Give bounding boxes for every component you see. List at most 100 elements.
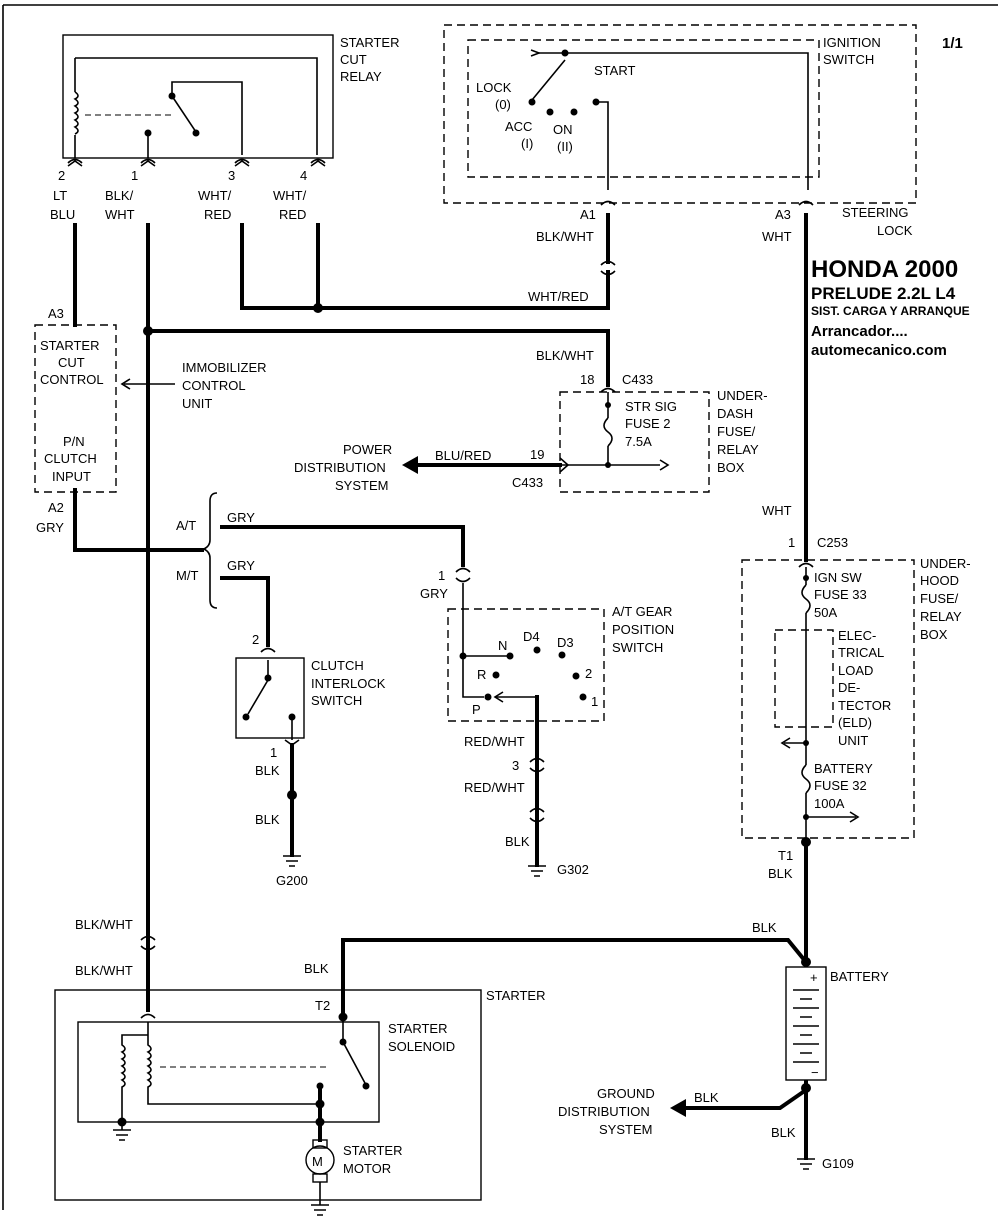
wire-label-wht-red: WHT/RED: [528, 289, 589, 304]
wire-wht-red-pin3: [240, 223, 320, 310]
svg-text:WHT/: WHT/: [198, 188, 232, 203]
svg-text:CUT: CUT: [58, 355, 85, 370]
svg-text:RELAY: RELAY: [717, 442, 759, 457]
svg-text:(II): (II): [557, 139, 573, 154]
arrow-power-distribution: [402, 456, 418, 474]
svg-text:FUSE 32: FUSE 32: [814, 778, 867, 793]
steering-lock-label: STEERING: [842, 205, 908, 220]
svg-text:GRY: GRY: [420, 586, 448, 601]
starter-label: STARTER: [486, 988, 545, 1003]
svg-text:1: 1: [591, 694, 598, 709]
svg-text:FUSE/: FUSE/: [717, 424, 756, 439]
svg-text:POSITION: POSITION: [612, 622, 674, 637]
svg-text:WHT/: WHT/: [273, 188, 307, 203]
svg-text:FUSE 33: FUSE 33: [814, 587, 867, 602]
ground-g302-icon: [528, 865, 546, 877]
svg-text:BLK: BLK: [752, 920, 777, 935]
relay-name: STARTER: [340, 35, 399, 50]
battery: BLK + − BATTERY BLK GROUND DISTRIBUTION …: [341, 920, 889, 1171]
svg-text:BLU: BLU: [50, 207, 75, 222]
svg-text:RED: RED: [279, 207, 306, 222]
ign-start-label: START: [594, 63, 635, 78]
svg-text:MOTOR: MOTOR: [343, 1161, 391, 1176]
svg-text:DASH: DASH: [717, 406, 753, 421]
wire-wht-red-pin4: [316, 223, 610, 310]
svg-text:P: P: [472, 702, 481, 717]
svg-text:ON: ON: [553, 122, 573, 137]
svg-text:RED/WHT: RED/WHT: [464, 734, 525, 749]
svg-text:RELAY: RELAY: [340, 69, 382, 84]
clutch-interlock-switch: 2 CLUTCH INTERLOCK SWITCH 1 BLK BLK G200: [235, 632, 386, 888]
wire-gry-mt: [220, 576, 270, 647]
svg-text:M/T: M/T: [176, 568, 198, 583]
battery-label: BATTERY: [830, 969, 889, 984]
connector-c253: C253: [817, 535, 848, 550]
site-label: automecanico.com: [811, 342, 947, 359]
ign-sw-fuse: [801, 584, 811, 614]
svg-text:T2: T2: [315, 998, 330, 1013]
battery-fuse: [801, 764, 811, 794]
svg-text:STR SIG: STR SIG: [625, 399, 677, 414]
svg-text:D3: D3: [557, 635, 574, 650]
svg-text:RED: RED: [204, 207, 231, 222]
svg-text:BLK/WHT: BLK/WHT: [75, 917, 133, 932]
svg-text:50A: 50A: [814, 605, 837, 620]
immobilizer-control-unit: A3 STARTER CUT CONTROL P/N CLUTCH INPUT …: [34, 306, 267, 535]
ignition-switch: START LOCK (0) ACC (I) ON (II) IGNITION …: [443, 24, 917, 238]
svg-text:BLU/RED: BLU/RED: [435, 448, 491, 463]
section-label: Arrancador....: [811, 323, 908, 340]
svg-text:IGN SW: IGN SW: [814, 570, 862, 585]
connector-symbols: [67, 158, 814, 1019]
svg-text:R: R: [477, 667, 486, 682]
svg-text:BLK: BLK: [255, 812, 280, 827]
relay-pin-2: 2: [58, 168, 65, 183]
starter-solenoid-label: STARTER: [388, 1021, 447, 1036]
connector-c433-top: C433: [622, 372, 653, 387]
gear-position-switch: 1 GRY N D4 D3 R 2 P 1 A/T GEAR POSITION …: [420, 568, 674, 722]
svg-text:+: +: [810, 970, 818, 985]
svg-text:BLK/: BLK/: [105, 188, 134, 203]
svg-text:−: −: [811, 1065, 819, 1080]
ground-g302-label: G302: [557, 862, 589, 877]
svg-text:LT: LT: [53, 188, 67, 203]
wire-label-a1: BLK/WHT: [536, 229, 594, 244]
svg-text:CONTROL: CONTROL: [40, 372, 104, 387]
transmission-selector: A/T M/T GRY GRY: [176, 492, 255, 609]
immobilizer-name: IMMOBILIZER: [182, 360, 267, 375]
svg-text:RELAY: RELAY: [920, 609, 962, 624]
svg-text:SOLENOID: SOLENOID: [388, 1039, 455, 1054]
svg-text:BOX: BOX: [717, 460, 745, 475]
svg-text:T1: T1: [778, 848, 793, 863]
relay-pin-1: 1: [131, 168, 138, 183]
svg-text:FUSE 2: FUSE 2: [625, 416, 671, 431]
svg-text:19: 19: [530, 447, 544, 462]
svg-text:(0): (0): [495, 97, 511, 112]
starter-assembly: BLK/WHT BLK/WHT BLK STARTER STARTER SOLE…: [54, 917, 545, 1216]
wire-label-wht-c253: WHT: [762, 503, 792, 518]
svg-text:N: N: [498, 638, 507, 653]
svg-text:BLK: BLK: [304, 961, 329, 976]
svg-text:BLK: BLK: [694, 1090, 719, 1105]
svg-text:ELEC-: ELEC-: [838, 628, 876, 643]
svg-text:SYSTEM: SYSTEM: [335, 478, 388, 493]
starter-motor-label: STARTER: [343, 1143, 402, 1158]
svg-text:BLK/WHT: BLK/WHT: [75, 963, 133, 978]
svg-text:DE-: DE-: [838, 680, 860, 695]
svg-text:A1: A1: [580, 207, 596, 222]
svg-text:GRY: GRY: [227, 558, 255, 573]
connector-c433-bottom: C433: [512, 475, 543, 490]
under-dash-fuse-box: 18 C433 STR SIG FUSE 2 7.5A UNDER- DASH …: [512, 372, 768, 493]
svg-text:FUSE/: FUSE/: [920, 591, 959, 606]
system-label: SIST. CARGA Y ARRANQUE: [811, 304, 970, 318]
svg-text:STARTER: STARTER: [40, 338, 99, 353]
gear-position-name: A/T GEAR: [612, 604, 672, 619]
relay-pin-4: 4: [300, 168, 307, 183]
model-label: PRELUDE 2.2L L4: [811, 284, 956, 303]
power-distribution-label: POWER: [343, 442, 392, 457]
svg-text:BATTERY: BATTERY: [814, 761, 873, 776]
wire-label-blk-wht-18: BLK/WHT: [536, 348, 594, 363]
svg-text:(ELD): (ELD): [838, 715, 872, 730]
svg-text:CONTROL: CONTROL: [182, 378, 246, 393]
svg-text:GRY: GRY: [36, 520, 64, 535]
svg-text:RED/WHT: RED/WHT: [464, 780, 525, 795]
